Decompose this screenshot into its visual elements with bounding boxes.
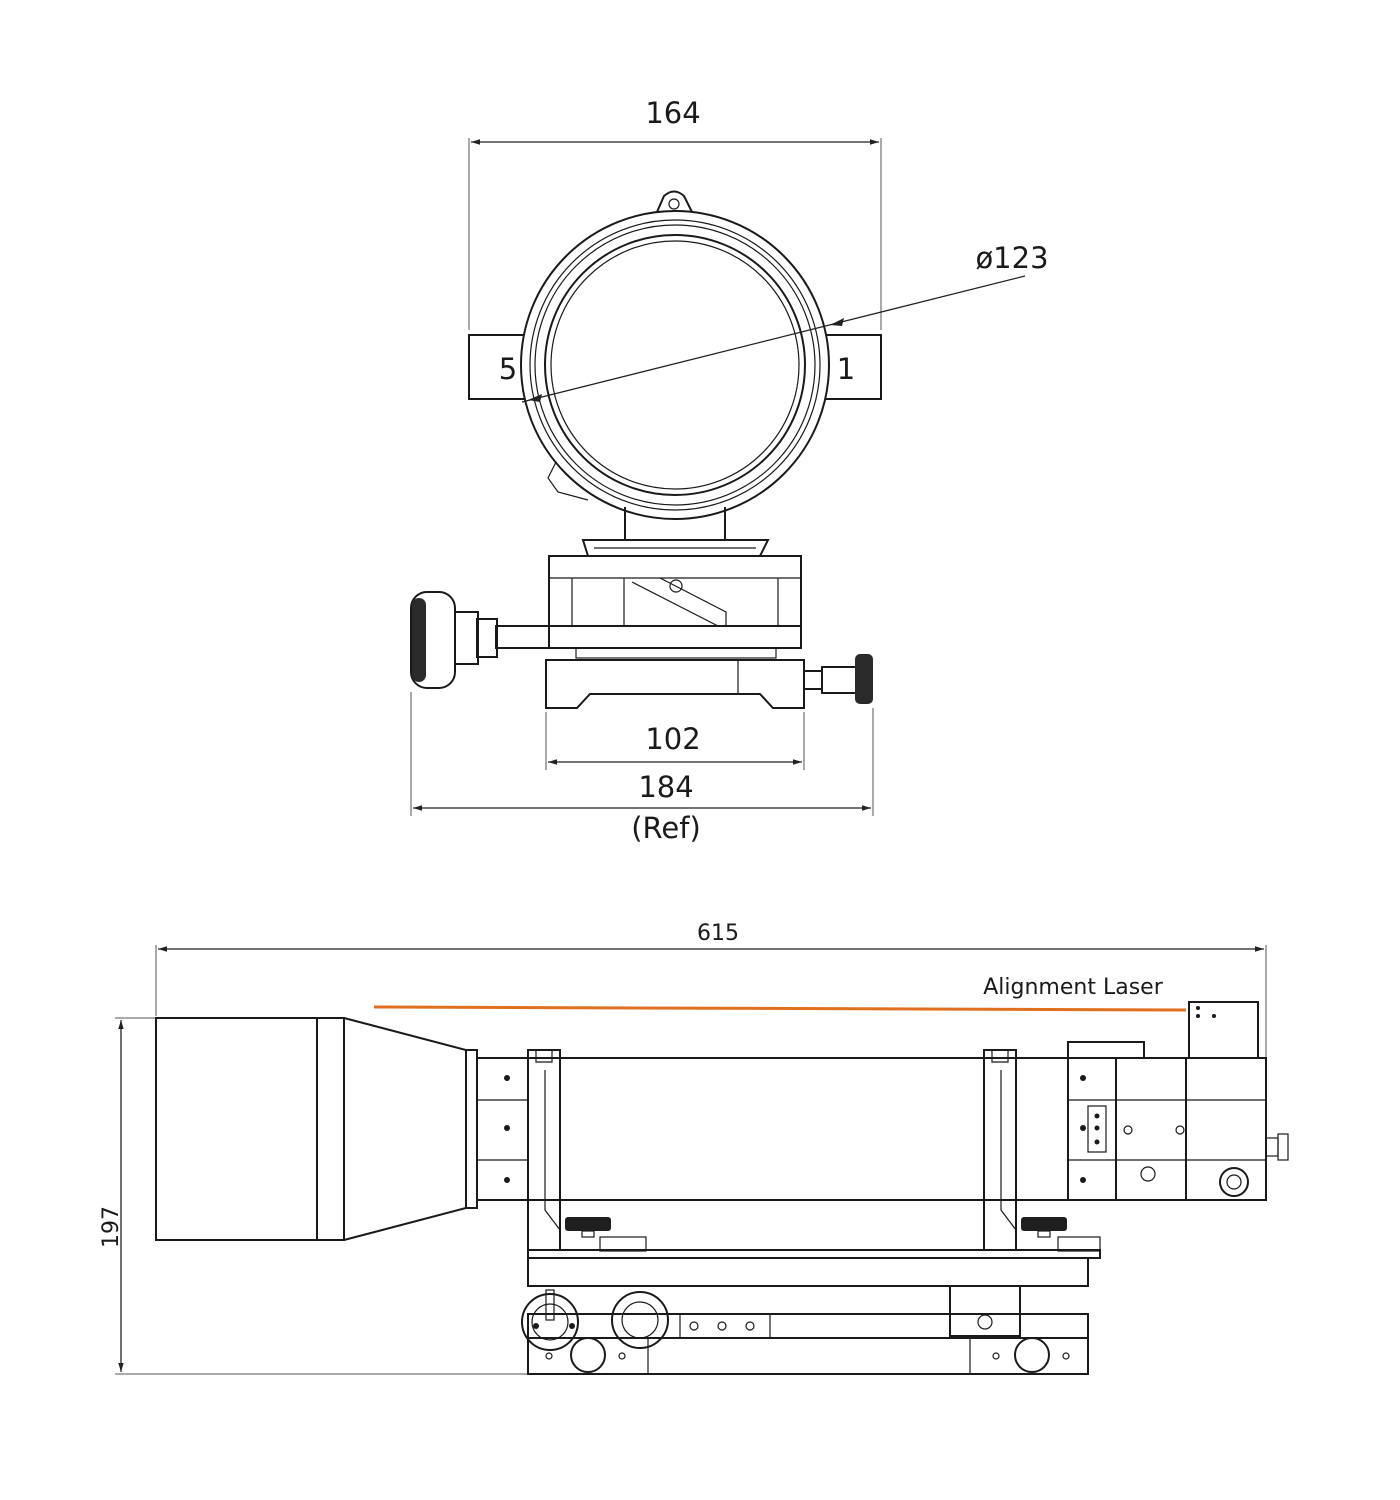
dimension-615-label: 615 [697, 921, 739, 946]
dew-shield [155, 1017, 478, 1241]
ring-side-tabs: 5 1 [468, 334, 882, 400]
ring-top-lug [655, 190, 694, 213]
dimension-197: 197 [99, 1017, 530, 1375]
laser-housing [1185, 1001, 1289, 1201]
dimension-diameter-label: ø123 [975, 241, 1048, 275]
tab-right-label: 1 [837, 352, 855, 386]
front-tube-block [476, 1057, 529, 1201]
base-plate [545, 659, 805, 709]
dimension-615: 615 [155, 921, 1267, 1058]
dimension-184-label: 184 [638, 770, 693, 804]
focuser-assembly [1067, 1041, 1187, 1201]
dimension-diameter-123: ø123 [521, 241, 1049, 403]
dimension-164: 164 [468, 96, 882, 330]
lower-rail [527, 1313, 1089, 1375]
tab-left-label: 5 [499, 352, 517, 386]
front-view: 164 5 1 ø123 [410, 96, 1049, 845]
tube-ring-front-side [527, 1049, 561, 1251]
dimension-184: 184 (Ref) [410, 692, 874, 845]
tube-ring-rear-side [983, 1049, 1017, 1251]
alignment-laser-label: Alignment Laser [983, 975, 1163, 1000]
dimension-164-label: 164 [645, 96, 700, 130]
rail-knobs [521, 1289, 1050, 1373]
dovetail-clamp [548, 555, 802, 659]
alignment-laser: Alignment Laser [373, 975, 1187, 1012]
dimension-184-note: (Ref) [631, 811, 701, 845]
tube-ring [520, 210, 830, 520]
optical-tube [528, 1057, 1068, 1201]
mounting-plate [527, 1249, 1101, 1337]
clamp-knob-left [410, 591, 550, 689]
dimension-197-label: 197 [99, 1206, 124, 1248]
dimension-102: 102 [545, 712, 805, 770]
dimension-102-label: 102 [645, 722, 700, 756]
base-knob-right [803, 654, 873, 704]
side-view: 615 197 Alignment Laser [99, 921, 1289, 1375]
ring-clamp-knobs [565, 1217, 1101, 1252]
